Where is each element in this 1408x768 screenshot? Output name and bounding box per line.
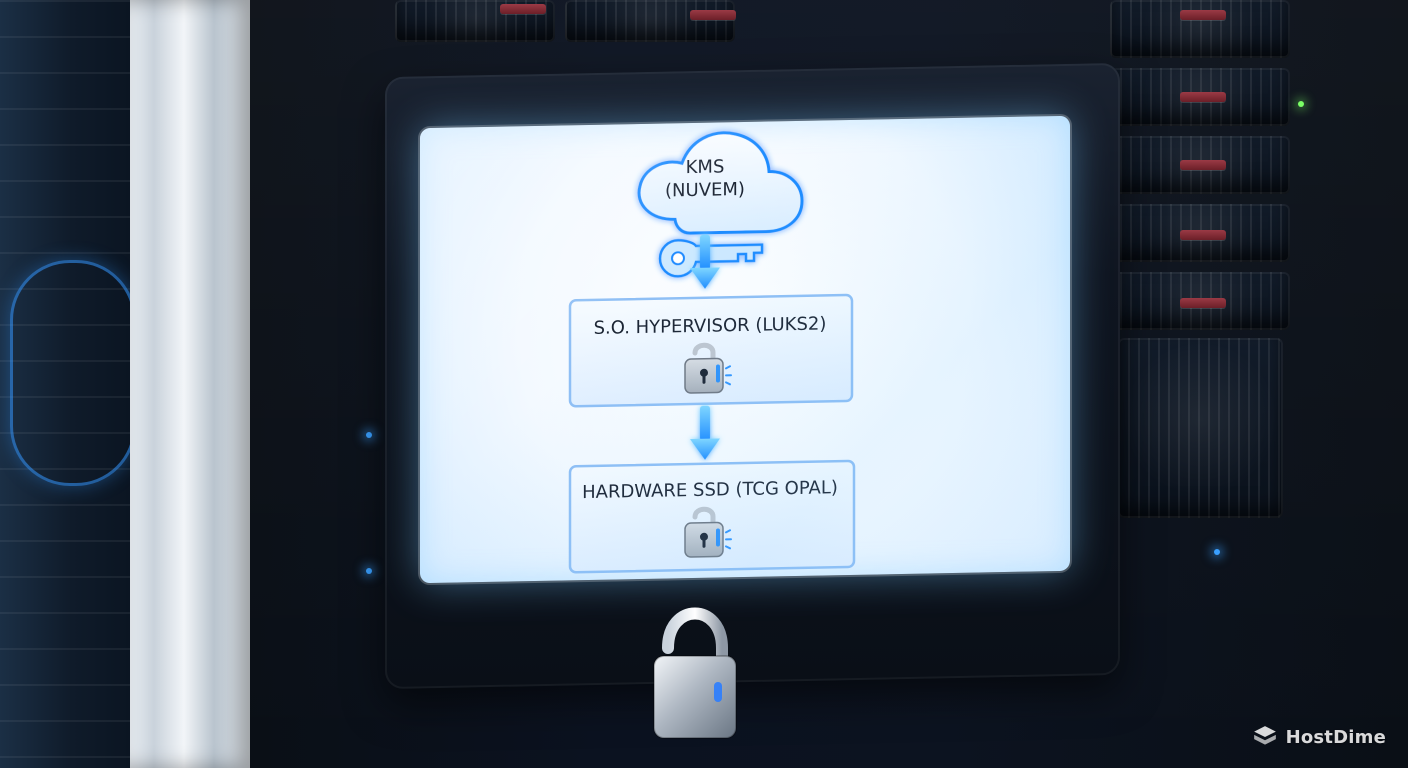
drive-bay (565, 0, 735, 42)
cloud-icon (637, 131, 804, 235)
drive-handle (690, 10, 736, 20)
padlock-icon (684, 506, 732, 558)
hypervisor-label: S.O. HYPERVISOR (LUKS2) (594, 313, 827, 338)
drive-handle (500, 4, 546, 14)
rack-frame-bar (130, 0, 250, 768)
drive-handle (1180, 160, 1226, 170)
drive-handle (1180, 230, 1226, 240)
padlock-icon (684, 342, 732, 394)
down-arrow-icon (690, 405, 720, 460)
server-vent-panel (1118, 338, 1283, 518)
monitor-padlock-icon (653, 607, 737, 739)
down-arrow-icon (690, 234, 720, 289)
kms-label-line-1: KMS (686, 156, 725, 178)
status-led (366, 568, 372, 574)
left-server-rack (0, 0, 136, 768)
status-led (1214, 549, 1220, 555)
ssd-label: HARDWARE SSD (TCG OPAL) (582, 477, 838, 503)
drive-handle (1180, 92, 1226, 102)
hostdime-logo-icon (1253, 726, 1276, 745)
drive-bay (1110, 0, 1290, 58)
watermark-text: HostDime (1285, 726, 1386, 748)
encryption-diagram: KMS (NUVEM) S.O. HYPERVISOR (LUKS2) (568, 131, 856, 574)
drive-handle (1180, 298, 1226, 308)
hostdime-watermark: HostDime (1252, 724, 1386, 750)
key-icon (658, 239, 764, 278)
status-led (366, 432, 372, 438)
kms-label-line-2: (NUVEM) (665, 179, 745, 202)
status-led (1298, 101, 1304, 107)
drive-handle (1180, 10, 1226, 20)
monitor-screen: KMS (NUVEM) S.O. HYPERVISOR (LUKS2) (420, 115, 1070, 584)
